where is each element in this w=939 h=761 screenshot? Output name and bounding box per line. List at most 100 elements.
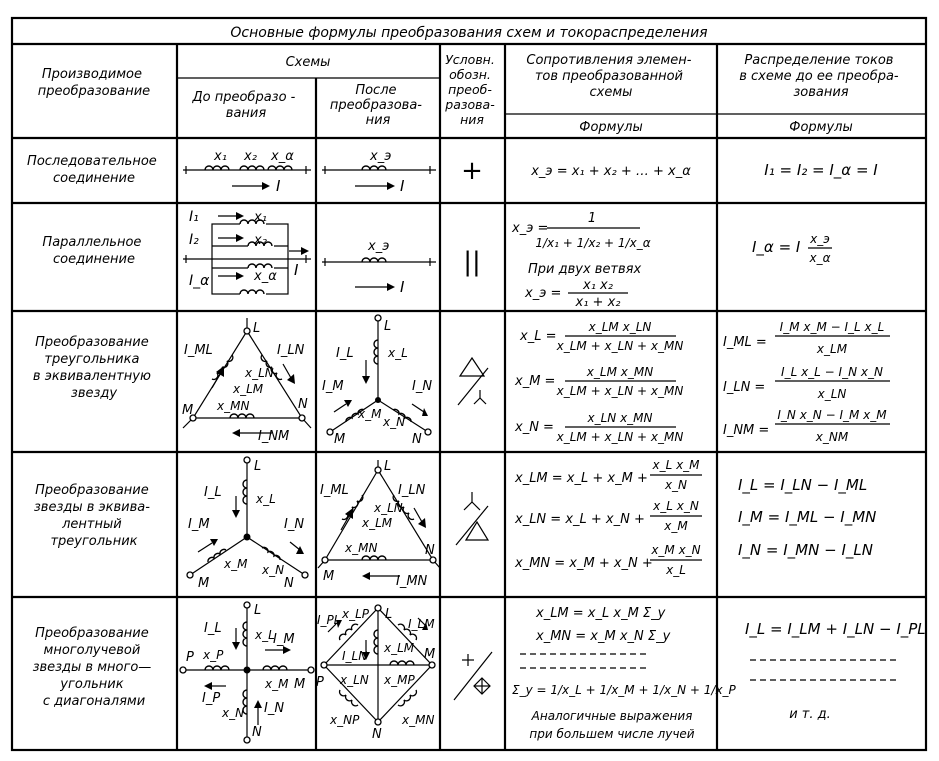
ms-etc: и т. д. <box>789 707 831 722</box>
multistar-resistance: x_LM = x_L x_M Σ_y x_MN = x_M x_N Σ_y Σ_… <box>512 606 737 741</box>
ms-IL-formula: I_L = I_LM + I_LN − I_PL <box>745 620 926 639</box>
header-symbol: Условн. обозн. преоб- разова- ния <box>444 52 499 127</box>
header-resistances-line1: Сопротивления элемен- <box>526 53 691 68</box>
ms-sigma: Σ_y = 1/x_L + 1/x_M + 1/x_N + 1/x_P <box>512 683 737 697</box>
header-symbol-line5: ния <box>460 112 484 127</box>
series-resistance-formula: x_э = x₁ + x₂ + … + x_α <box>530 164 691 179</box>
header-before-line1: До преобразо - <box>191 90 295 105</box>
poly-label-xLN: x_LN <box>339 673 369 687</box>
parallel-after-label-xe: x_э <box>367 239 389 254</box>
header-symbol-line3: преоб- <box>448 82 492 97</box>
star2-label-N: N <box>284 576 294 591</box>
delta2-label-ILN: I_LN <box>398 483 426 498</box>
row-series-name-line2: соединение <box>53 171 135 186</box>
row-star-delta-name: Преобразование звезды в эквива- лентный … <box>34 483 154 549</box>
xL-lhs: x_L = <box>519 329 556 344</box>
ms-label-P: P <box>186 650 194 665</box>
header-currents: Распределение токов в схеме до ее преобр… <box>739 53 903 100</box>
row-parallel-name-line1: Параллельное <box>42 235 141 250</box>
delta-label-xMN: x_MN <box>216 399 249 413</box>
ms-label-M: M <box>294 677 305 692</box>
ILN-num: I_L x_L − I_N x_N <box>781 365 883 379</box>
xLN-den: x_M <box>663 519 688 533</box>
ILN-den: x_LN <box>817 387 847 401</box>
xLM-num: x_L x_M <box>651 458 700 472</box>
parallel-denominator-2: x₁ + x₂ <box>575 295 621 310</box>
parallel-label-I2: I₂ <box>189 232 199 248</box>
poly-label-ILN: I_LN <box>342 649 367 663</box>
header-symbol-line4: разова- <box>444 97 495 112</box>
parallel-denominator: 1/x₁ + 1/x₂ + 1/x_α <box>535 236 650 250</box>
star-label-M: M <box>334 432 345 447</box>
ms-label-N: N <box>252 725 262 740</box>
delta2-label-M: M <box>323 569 334 584</box>
ms-xLM: x_LM = x_L x_M Σ_y <box>535 606 666 621</box>
row-multistar-name-line4: угольник <box>59 677 123 692</box>
row-star-delta-name-line2: звезды в эквива- <box>34 500 150 515</box>
series-after-diagram <box>322 165 436 190</box>
poly-label-L: L <box>385 607 392 622</box>
IN-formula: I_N = I_MN − I_LN <box>738 541 873 560</box>
delta-label-M: M <box>182 403 193 418</box>
poly-label-xLP: x_LP <box>341 607 370 621</box>
delta-before-diagram <box>182 318 312 437</box>
parallel-numerator: 1 <box>588 211 596 226</box>
star2-label-M: M <box>198 576 209 591</box>
parallel-symbol: || <box>463 247 481 277</box>
parallel-two-branches: При двух ветвях <box>528 262 641 277</box>
row-delta-star-name-line3: в эквивалентную <box>33 369 151 384</box>
parallel-resistance-formula: x_э = 1 1/x₁ + 1/x₂ + 1/x_α При двух вет… <box>511 211 651 310</box>
star2-label-IM: I_M <box>188 517 210 532</box>
IML-lhs: I_ML = <box>723 335 767 350</box>
row-multistar-name-line1: Преобразование <box>35 626 149 641</box>
xM-den: x_LM + x_LN + x_MN <box>556 384 684 398</box>
parallel-after-diagram <box>322 257 436 291</box>
parallel-label-x2: x₂ <box>253 233 267 248</box>
star2-label-xM: x_M <box>223 557 248 571</box>
poly-label-xLM: x_LM <box>383 641 415 655</box>
series-label-I: I <box>276 177 281 195</box>
poly-label-IPL: I_PL <box>317 613 340 627</box>
series-after-label-I: I <box>400 177 405 195</box>
header-before-line2: вания <box>226 106 267 121</box>
row-multistar-name-line3: звезды в много— <box>33 660 152 675</box>
row-multistar-name-line2: многолучевой <box>44 643 141 658</box>
ms-note-1: Аналогичные выражения <box>531 709 693 723</box>
parallel-xe-label: x_э = <box>511 221 548 236</box>
parallel-current-formula: I_α = I x_э x_α <box>752 232 832 265</box>
star-label-xN: x_N <box>382 415 405 429</box>
multistar-before-diagram <box>179 601 315 744</box>
multistar-symbol <box>453 651 493 701</box>
IM-formula: I_M = I_ML − I_MN <box>738 508 876 527</box>
parallel-current-num: x_э <box>809 232 830 246</box>
row-star-delta-name-line4: треугольник <box>50 534 137 549</box>
parallel-current-den: x_α <box>808 251 830 265</box>
xLN-lhs: x_LN = x_L + x_N + <box>514 512 645 527</box>
ms-note-2: при большем числе лучей <box>529 727 694 741</box>
header-before: До преобразо - вания <box>191 90 299 121</box>
row-multistar-name-line5: с диагоналями <box>43 694 145 709</box>
series-label-xe: x_э <box>369 149 391 164</box>
header-currents-line3: зования <box>793 85 848 100</box>
delta-after-diagram <box>317 460 441 580</box>
header-symbol-line1: Условн. <box>445 52 495 67</box>
header-resistances: Сопротивления элемен- тов преобразованно… <box>526 53 695 100</box>
delta2-label-L: L <box>384 459 391 474</box>
row-series-name-line1: Последовательное <box>27 154 157 169</box>
poly-label-M: M <box>424 647 435 662</box>
ms-label-xL: x_L <box>254 628 275 642</box>
header-transform-line2: преобразование <box>38 84 150 99</box>
xMN-num: x_M x_N <box>650 543 700 557</box>
star-label-IN: I_N <box>412 379 432 394</box>
row-delta-star-name-line2: треугольника <box>44 352 139 367</box>
delta-label-xLN: x_LN <box>244 366 274 380</box>
delta-star-current: I_ML = I_M x_M − I_L x_L x_LM I_LN = I_L… <box>723 320 890 444</box>
header-schemes: Схемы <box>286 55 331 70</box>
header-transform-line1: Производимое <box>42 67 142 82</box>
xL-den: x_LM + x_LN + x_MN <box>556 339 684 353</box>
star-delta-resistance: x_LM = x_L + x_M + x_L x_M x_N x_LN = x_… <box>514 458 702 577</box>
table-title: Основные формулы преобразования схем и т… <box>230 25 707 41</box>
xN-lhs: x_N = <box>514 420 554 435</box>
row-series-name: Последовательное соединение <box>27 154 161 186</box>
